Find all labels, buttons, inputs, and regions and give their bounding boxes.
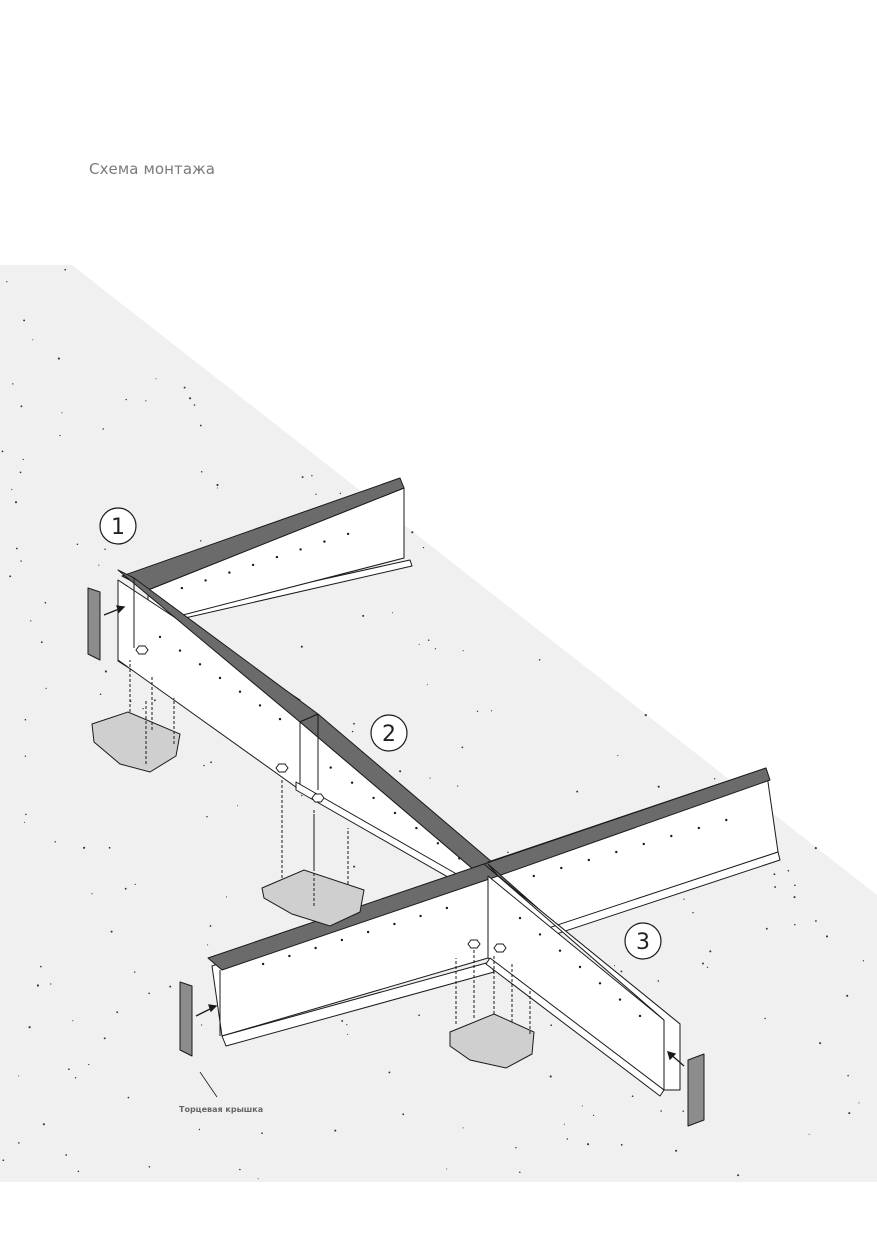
marker-1-label: 1	[111, 515, 125, 540]
marker-2: 2	[370, 714, 408, 752]
base-plate-2	[261, 778, 365, 927]
base-plate-3	[449, 950, 535, 1069]
end-cap-label: Торцевая крышка	[179, 1105, 263, 1114]
floor-surface	[0, 265, 877, 1182]
marker-3-label: 3	[636, 930, 650, 955]
section-2-profile	[295, 713, 493, 893]
section-1-profile	[87, 477, 413, 791]
end-cap-leader	[199, 1071, 218, 1098]
page-title: Схема монтажа	[89, 160, 216, 178]
bolt-icon	[135, 645, 507, 953]
end-cap-arrow-icon	[103, 605, 126, 616]
base-plate-1	[91, 660, 181, 773]
end-cap-arrow-icon	[195, 1004, 685, 1067]
marker-2-label: 2	[382, 722, 396, 747]
end-cap-3	[687, 1053, 705, 1127]
marker-1: 1	[99, 507, 137, 545]
mounting-holes	[158, 532, 728, 1018]
end-cap-2	[179, 981, 193, 1057]
marker-3: 3	[624, 922, 662, 960]
end-cap-1	[87, 587, 101, 661]
